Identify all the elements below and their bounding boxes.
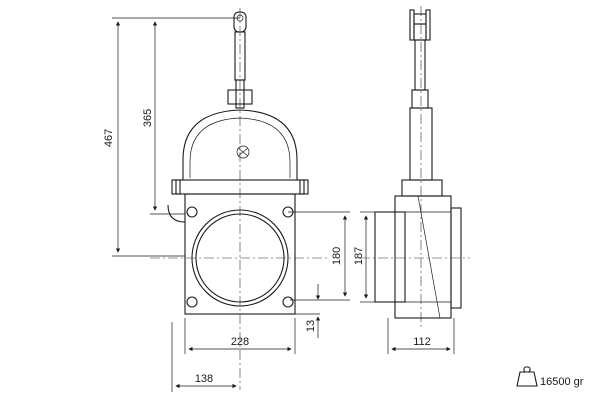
dimension-lines bbox=[112, 17, 455, 392]
side-body bbox=[394, 195, 452, 319]
side-stem bbox=[414, 39, 426, 91]
dim-13: 13 bbox=[305, 320, 317, 332]
dim-228: 228 bbox=[231, 336, 249, 348]
bolt-hole bbox=[186, 206, 198, 218]
side-view bbox=[360, 6, 470, 330]
dim-180: 180 bbox=[331, 247, 343, 265]
weight-value: 16500 gr bbox=[540, 376, 584, 388]
front-view bbox=[150, 8, 330, 390]
dim-112: 112 bbox=[413, 336, 431, 348]
bolt-hole bbox=[186, 296, 198, 308]
bonnet-logo bbox=[236, 145, 250, 159]
bolt-hole bbox=[282, 296, 294, 308]
weight-icon bbox=[516, 366, 538, 387]
dim-365: 365 bbox=[142, 109, 154, 127]
dim-138: 138 bbox=[195, 373, 213, 385]
dim-467: 467 bbox=[103, 129, 115, 147]
dim-187: 187 bbox=[353, 247, 365, 265]
valve-bonnet bbox=[182, 109, 298, 180]
